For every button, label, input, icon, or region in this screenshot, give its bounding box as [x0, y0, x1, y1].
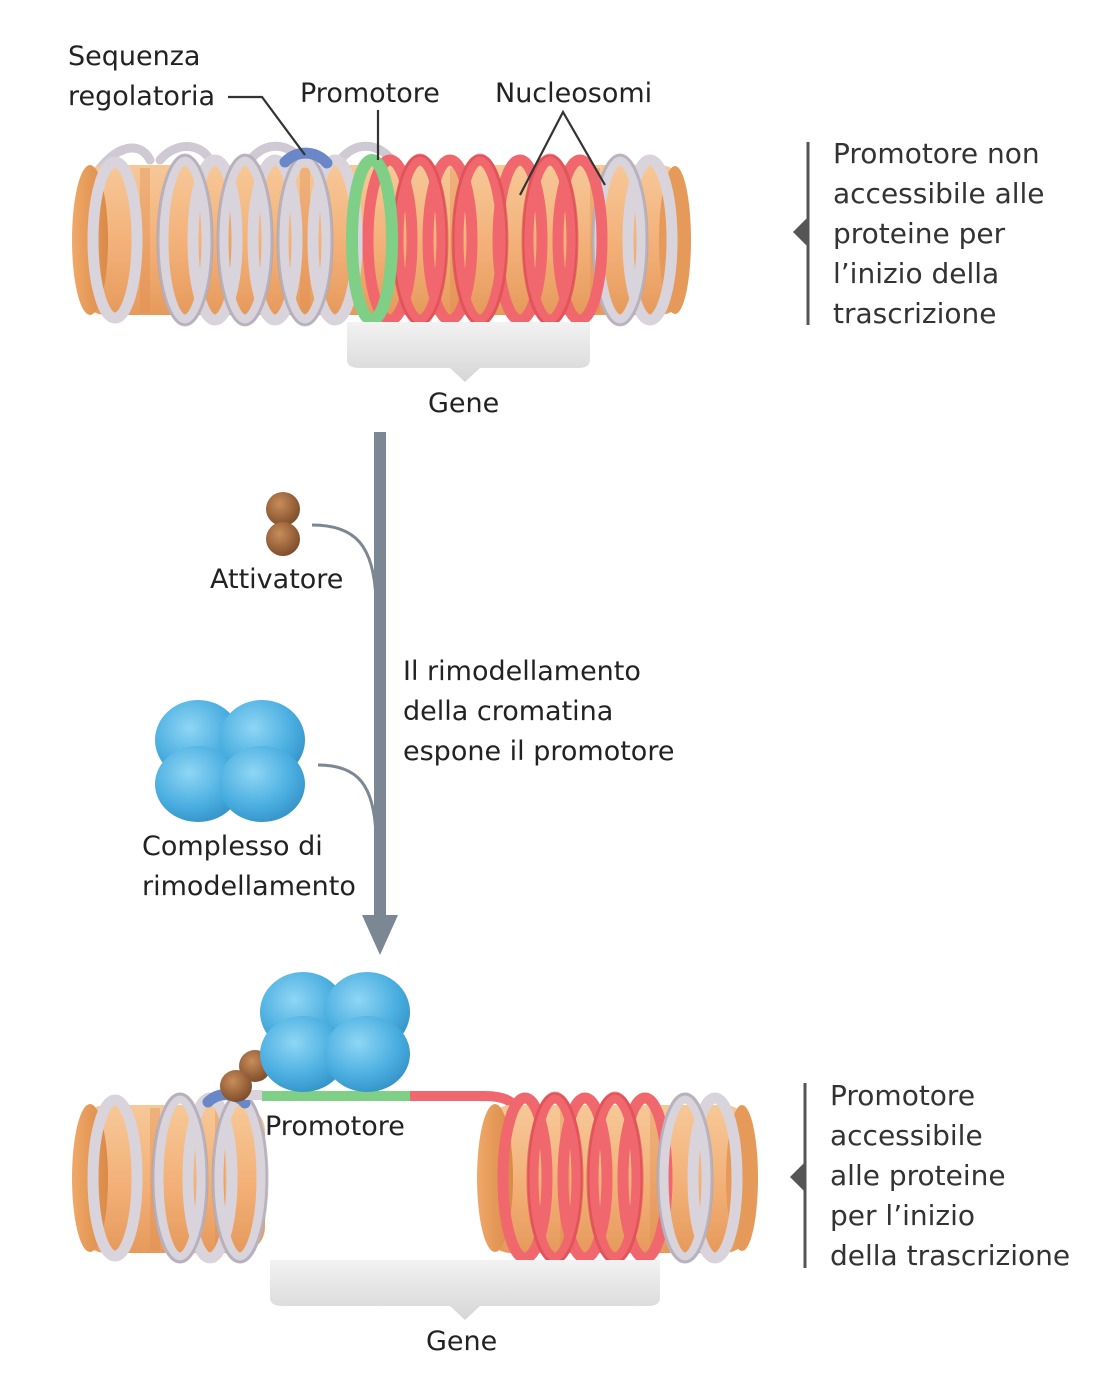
regulatory-label-line2: regolatoria — [68, 81, 215, 112]
remodel-text-line1: Il rimodellamento — [403, 656, 641, 687]
promoter-top-label: Promotore — [300, 78, 440, 109]
bottom-side-line: della trascrizione — [830, 1239, 1070, 1272]
activator-label: Attivatore — [210, 564, 343, 595]
gene-bottom-label: Gene — [426, 1326, 497, 1357]
top-regulatory-sequence — [279, 147, 333, 169]
top-side-line: proteine per — [833, 217, 1006, 250]
top-side-line: l’inizio della — [833, 257, 999, 290]
svg-text:Promotore non accessibil: Promotore non accessibile alle proteine … — [833, 137, 1053, 330]
top-side-line: accessibile alle — [833, 177, 1045, 210]
promoter-bottom-label: Promotore — [265, 1111, 405, 1142]
top-gene-brace — [347, 322, 590, 382]
top-side-line: trascrizione — [833, 297, 997, 330]
bottom-right-nucleosome — [477, 1091, 758, 1265]
top-dna-grey-coils — [87, 154, 678, 326]
regulatory-label-line1: Sequenza — [68, 41, 200, 72]
bottom-left-nucleosome — [72, 1089, 269, 1264]
top-side-line: Promotore non — [833, 137, 1040, 170]
activator-molecule — [266, 492, 300, 556]
complex-label-line2: rimodellamento — [142, 871, 356, 902]
process-arrow — [362, 432, 398, 955]
bottom-side-line: per l’inizio — [830, 1199, 975, 1232]
bottom-side-annotation: Promotore accessibile alle proteine per … — [790, 1079, 1070, 1272]
top-chromatin-fiber — [72, 141, 691, 327]
top-side-annotation: Promotore non accessibile alle proteine … — [793, 137, 1053, 330]
bottom-side-line: accessibile — [830, 1119, 983, 1152]
bottom-side-line: Promotore — [830, 1079, 975, 1112]
remodel-text-line3: espone il promotore — [403, 736, 674, 767]
nucleosomes-label: Nucleosomi — [495, 78, 652, 109]
complex-label-line1: Complesso di — [142, 831, 323, 862]
process-branch-lines — [311, 523, 378, 836]
top-leader-lines — [228, 95, 606, 196]
remodeling-complex-middle — [155, 700, 305, 822]
remodeling-complex-bound — [260, 972, 410, 1092]
gene-top-label: Gene — [428, 388, 499, 419]
bottom-gene-brace — [270, 1260, 660, 1320]
svg-text:Promotore accessibile: Promotore accessibile alle proteine per … — [830, 1079, 1070, 1272]
bottom-side-line: alle proteine — [830, 1159, 1006, 1192]
remodel-text-line2: della cromatina — [403, 696, 613, 727]
top-promoter-coil — [346, 154, 398, 326]
